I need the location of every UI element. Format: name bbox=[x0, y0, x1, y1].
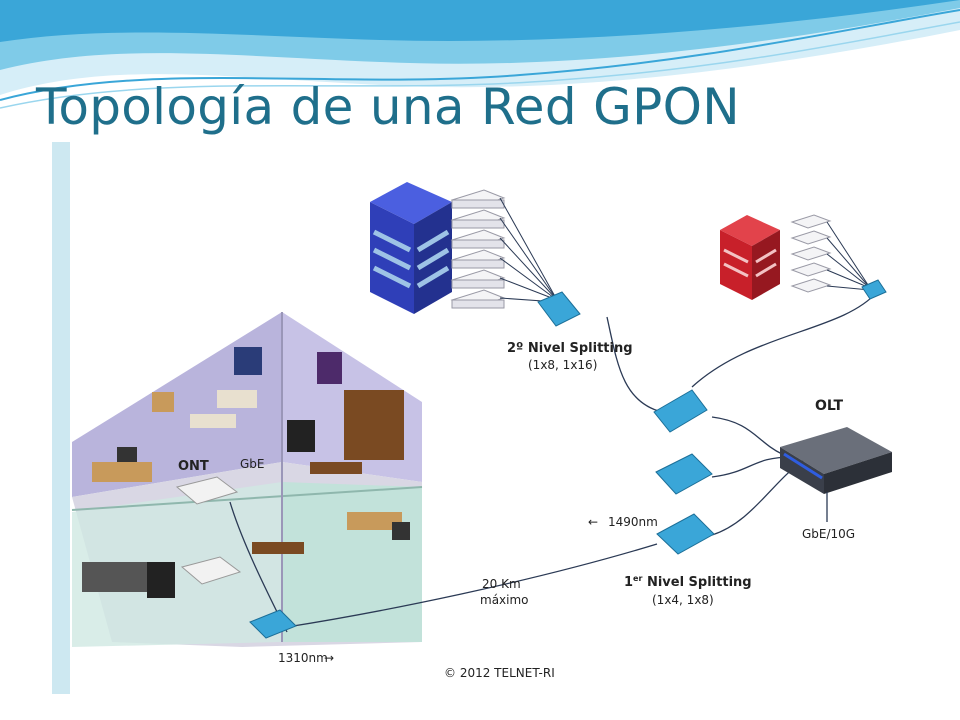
building-blue-icon bbox=[370, 182, 452, 314]
slide-title: Topología de una Red GPON bbox=[36, 78, 740, 136]
label-second-level: 2º Nivel Splitting bbox=[507, 341, 633, 356]
splitter-level1-icon bbox=[656, 513, 715, 555]
label-first-level: 1er Nivel Splitting bbox=[624, 574, 752, 590]
arrow-left-icon: ← bbox=[588, 515, 598, 529]
splitter-level2-red-icon bbox=[861, 279, 887, 300]
customer-premises bbox=[71, 312, 423, 647]
label-olt: OLT bbox=[815, 398, 844, 414]
header-wave bbox=[0, 0, 960, 109]
ont-stack-blue bbox=[450, 189, 506, 309]
building-red-icon bbox=[720, 215, 780, 300]
label-distance: 20 Km bbox=[482, 577, 521, 591]
gpon-topology-diagram: 2º Nivel Splitting (1x8, 1x16) OLT ONT G… bbox=[52, 142, 914, 694]
label-upstream: 1310nm bbox=[278, 651, 328, 665]
label-gbe-10g: GbE/10G bbox=[802, 527, 855, 541]
label-distance-max: máximo bbox=[480, 593, 529, 607]
copyright-notice: © 2012 TELNET-RI bbox=[444, 666, 555, 680]
ont-device-icon bbox=[180, 556, 242, 585]
fiber-links bbox=[229, 291, 878, 633]
splitter-level2-blue-icon bbox=[537, 291, 581, 327]
ont-stack-red bbox=[790, 214, 832, 293]
binary-strip bbox=[52, 142, 70, 694]
olt-device-icon bbox=[780, 427, 892, 494]
label-gbe: GbE bbox=[240, 457, 265, 471]
ont-device-icon bbox=[175, 476, 239, 505]
label-downstream: 1490nm bbox=[608, 515, 658, 529]
arrow-right-icon: → bbox=[324, 651, 334, 665]
label-second-level-ratio: (1x8, 1x16) bbox=[528, 358, 597, 372]
splitter-level1-icon bbox=[655, 453, 713, 495]
label-first-level-ratio: (1x4, 1x8) bbox=[652, 593, 714, 607]
splitter-premises-icon bbox=[249, 609, 297, 639]
label-ont: ONT bbox=[178, 459, 209, 474]
splitter-level1-icon bbox=[653, 389, 708, 433]
